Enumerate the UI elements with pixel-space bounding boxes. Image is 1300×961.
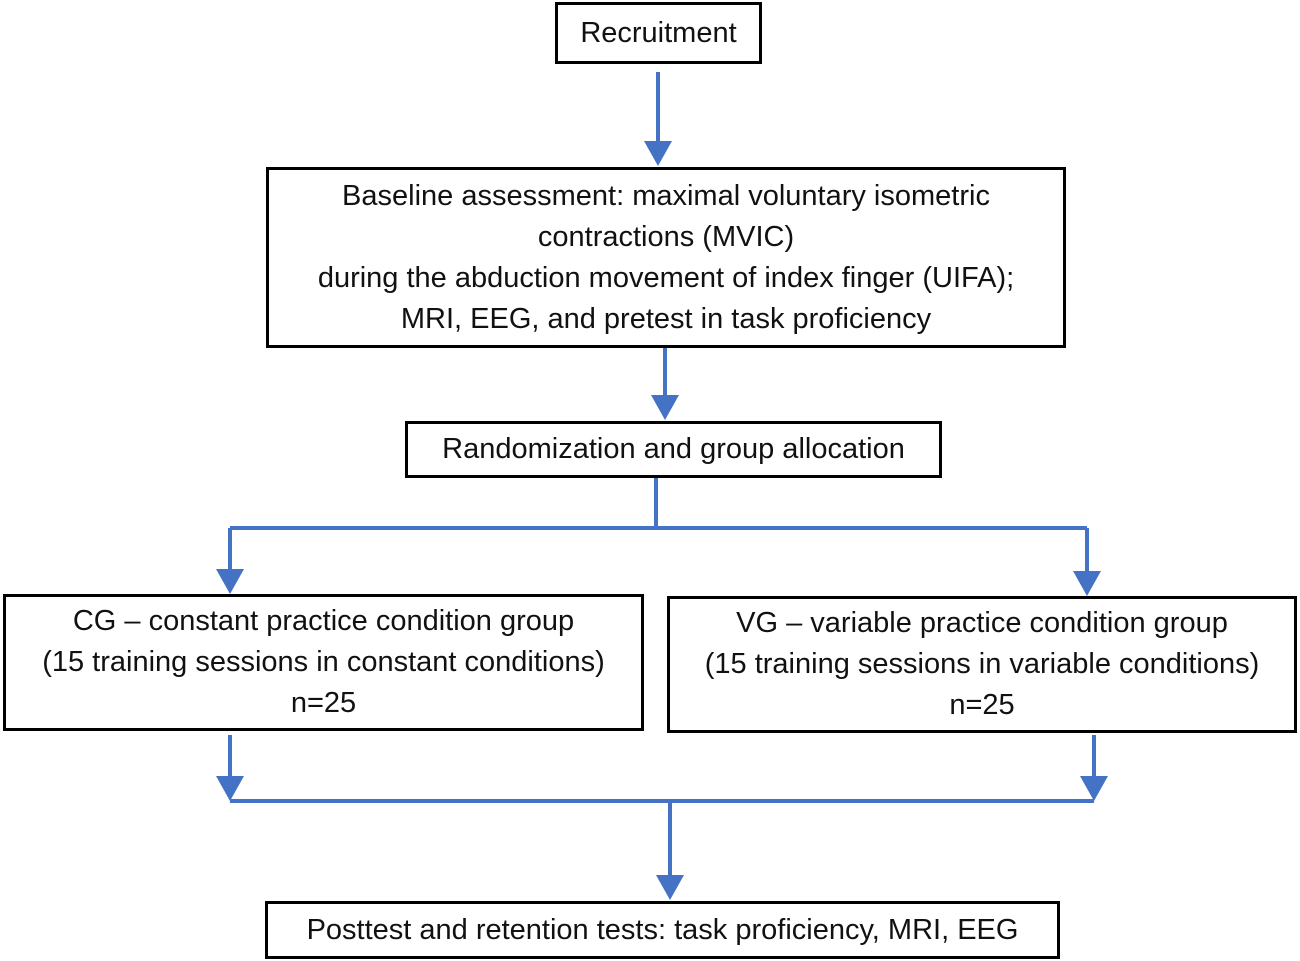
cg-group-box: CG – constant practice condition group (…	[3, 594, 644, 731]
arrowhead-cg-merge	[216, 776, 244, 801]
recruitment-box: Recruitment	[555, 2, 762, 64]
arrowhead-to-baseline	[644, 141, 672, 166]
baseline-assessment-box: Baseline assessment: maximal voluntary i…	[266, 167, 1066, 348]
randomization-text: Randomization and group allocation	[442, 433, 905, 465]
posttest-text: Posttest and retention tests: task profi…	[306, 913, 1019, 946]
baseline-line-3: during the abduction movement of index f…	[317, 261, 1015, 294]
arrowhead-to-vg	[1073, 571, 1101, 596]
cg-line-3: n=25	[290, 687, 357, 719]
cg-line-1: CG – constant practice condition group	[72, 605, 575, 637]
vg-group-box: VG – variable practice condition group (…	[667, 596, 1297, 733]
posttest-box: Posttest and retention tests: task profi…	[265, 901, 1060, 959]
recruitment-text: Recruitment	[580, 16, 737, 49]
vg-line-2: (15 training sessions in variable condit…	[704, 648, 1260, 680]
arrowhead-to-posttest	[656, 875, 684, 900]
arrowhead-to-cg	[216, 569, 244, 594]
baseline-line-4: MRI, EEG, and pretest in task proficienc…	[400, 302, 932, 335]
arrowhead-to-randomization	[651, 395, 679, 420]
vg-line-1: VG – variable practice condition group	[736, 607, 1228, 639]
randomization-box: Randomization and group allocation	[405, 421, 942, 478]
vg-line-3: n=25	[949, 689, 1015, 721]
baseline-line-1: Baseline assessment: maximal voluntary i…	[342, 179, 990, 212]
arrowhead-vg-merge	[1080, 776, 1108, 801]
cg-line-2: (15 training sessions in constant condit…	[42, 646, 605, 678]
baseline-line-2: contractions (MVIC)	[537, 220, 795, 253]
